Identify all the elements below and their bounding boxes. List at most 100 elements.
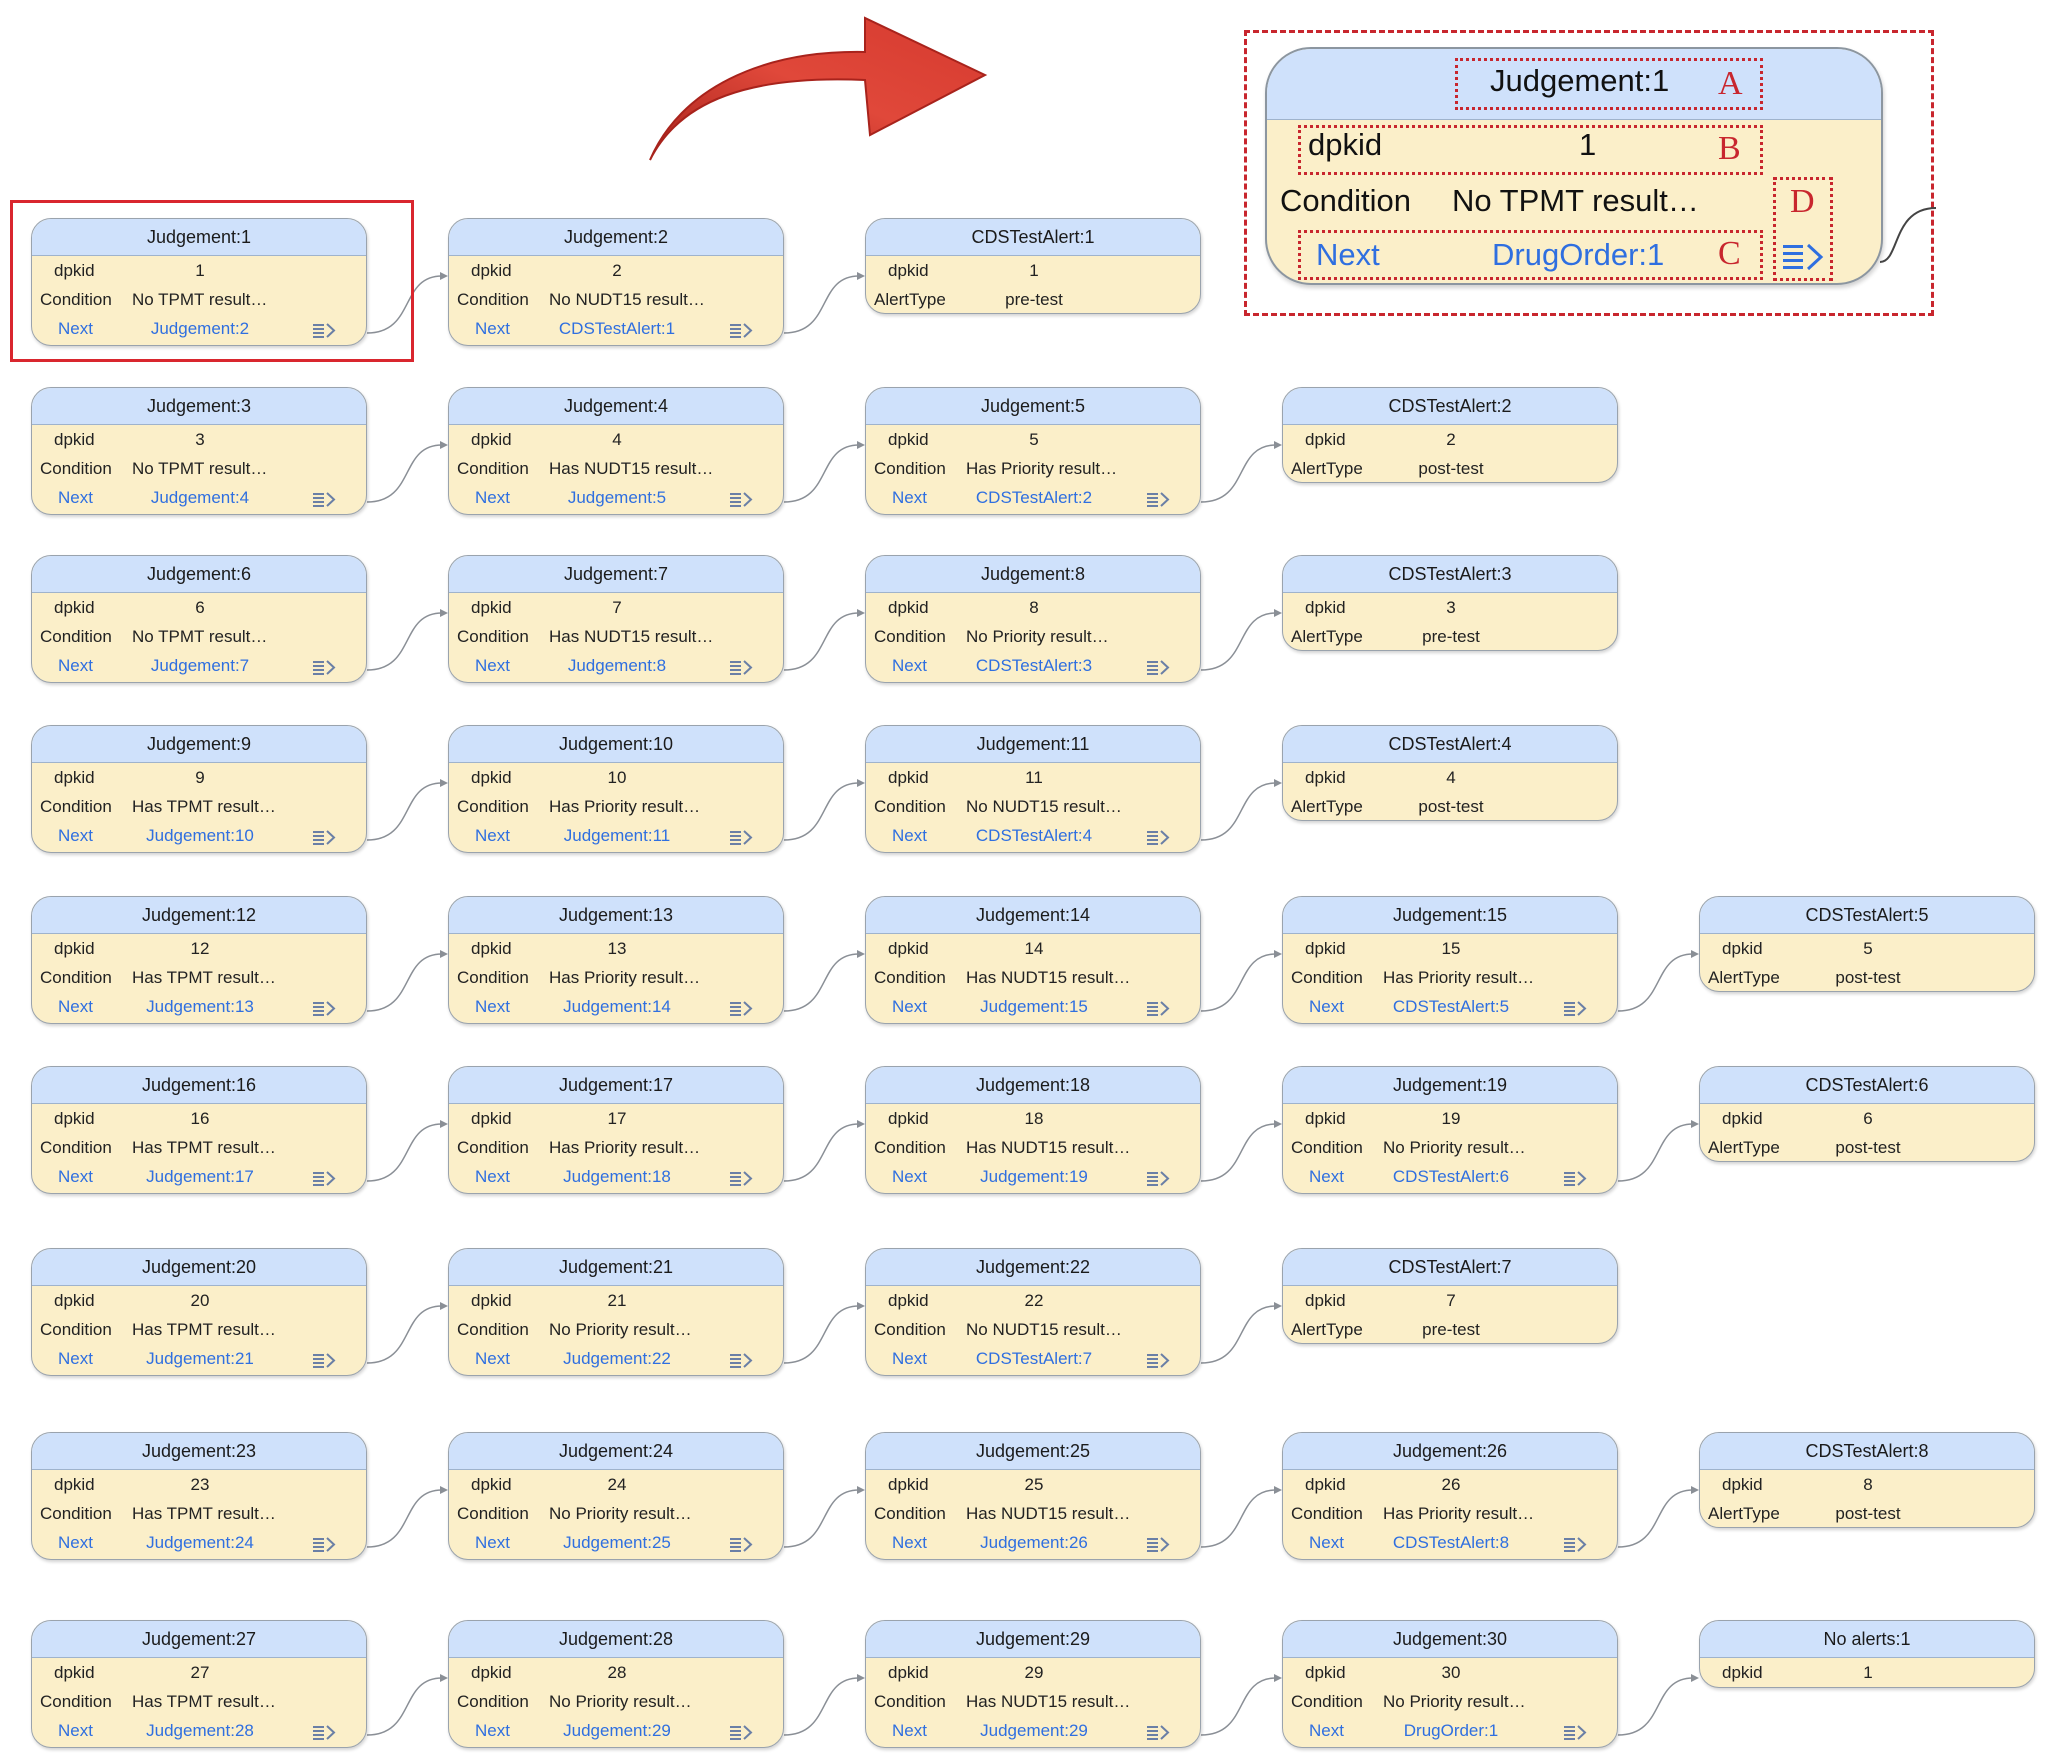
list-expand-icon[interactable]	[1781, 242, 1827, 272]
next-link[interactable]: Judgement:7	[150, 656, 250, 675]
next-label[interactable]: Next	[58, 319, 93, 338]
list-expand-icon[interactable]	[1146, 1724, 1172, 1740]
next-link[interactable]: Judgement:11	[563, 826, 671, 845]
list-expand-icon[interactable]	[1146, 1170, 1172, 1186]
next-label[interactable]: Next	[58, 1167, 93, 1186]
next-link[interactable]: Judgement:24	[146, 1533, 254, 1552]
list-expand-icon[interactable]	[1146, 659, 1172, 675]
next-link[interactable]: Judgement:26	[980, 1533, 1088, 1552]
zoom-next-link[interactable]: DrugOrder:1	[1492, 237, 1665, 272]
next-link[interactable]: CDSTestAlert:7	[975, 1349, 1093, 1368]
next-label[interactable]: Next	[892, 997, 927, 1016]
list-expand-icon[interactable]	[729, 322, 755, 338]
list-expand-icon[interactable]	[312, 1000, 338, 1016]
next-label[interactable]: Next	[58, 1533, 93, 1552]
next-label[interactable]: Next	[475, 488, 510, 507]
next-label[interactable]: Next	[58, 997, 93, 1016]
next-label[interactable]: Next	[58, 1349, 93, 1368]
list-expand-icon[interactable]	[1563, 1724, 1589, 1740]
next-link[interactable]: CDSTestAlert:1	[558, 319, 676, 338]
list-expand-icon[interactable]	[312, 491, 338, 507]
next-link[interactable]: CDSTestAlert:3	[975, 656, 1093, 675]
next-link[interactable]: CDSTestAlert:8	[1392, 1533, 1510, 1552]
next-link[interactable]: Judgement:18	[563, 1167, 671, 1186]
next-label[interactable]: Next	[1309, 1167, 1344, 1186]
next-label[interactable]: Next	[892, 656, 927, 675]
next-label[interactable]: Next	[1309, 1533, 1344, 1552]
list-expand-icon[interactable]	[312, 1170, 338, 1186]
next-link[interactable]: Judgement:4	[150, 488, 250, 507]
list-expand-icon[interactable]	[312, 1352, 338, 1368]
zoom-next-label[interactable]: Next	[1316, 237, 1380, 272]
next-link[interactable]: Judgement:15	[980, 997, 1088, 1016]
list-expand-icon[interactable]	[1146, 829, 1172, 845]
zoomed-node-judgement-1[interactable]	[1265, 47, 1883, 285]
next-link[interactable]: CDSTestAlert:5	[1392, 997, 1510, 1016]
next-label[interactable]: Next	[892, 488, 927, 507]
list-expand-icon[interactable]	[1563, 1170, 1589, 1186]
next-link[interactable]: Judgement:14	[563, 997, 671, 1016]
next-label[interactable]: Next	[475, 1349, 510, 1368]
list-expand-icon[interactable]	[312, 1724, 338, 1740]
next-label[interactable]: Next	[475, 1533, 510, 1552]
next-label[interactable]: Next	[892, 1533, 927, 1552]
next-label[interactable]: Next	[892, 1349, 927, 1368]
next-label[interactable]: Next	[58, 488, 93, 507]
list-expand-icon[interactable]	[1146, 1000, 1172, 1016]
list-expand-icon[interactable]	[312, 659, 338, 675]
list-expand-icon[interactable]	[729, 1536, 755, 1552]
next-label[interactable]: Next	[58, 826, 93, 845]
list-expand-icon[interactable]	[312, 1536, 338, 1552]
next-label[interactable]: Next	[1309, 1721, 1344, 1740]
list-expand-icon[interactable]	[729, 1352, 755, 1368]
next-link[interactable]: Judgement:10	[146, 826, 254, 845]
next-link[interactable]: CDSTestAlert:2	[975, 488, 1093, 507]
next-link[interactable]: Judgement:29	[980, 1721, 1088, 1740]
next-label[interactable]: Next	[1309, 997, 1344, 1016]
next-label[interactable]: Next	[475, 319, 510, 338]
list-expand-icon[interactable]	[729, 1000, 755, 1016]
list-expand-icon[interactable]	[1563, 1000, 1589, 1016]
next-link[interactable]: Judgement:17	[146, 1167, 254, 1186]
next-link[interactable]: Judgement:2	[150, 319, 250, 338]
next-link[interactable]: CDSTestAlert:4	[975, 826, 1093, 845]
next-label[interactable]: Next	[892, 1167, 927, 1186]
next-link[interactable]: Judgement:21	[146, 1349, 254, 1368]
next-label[interactable]: Next	[475, 997, 510, 1016]
next-link[interactable]: Judgement:25	[563, 1533, 671, 1552]
list-expand-icon[interactable]	[1146, 491, 1172, 507]
next-link[interactable]: Judgement:22	[563, 1349, 671, 1368]
